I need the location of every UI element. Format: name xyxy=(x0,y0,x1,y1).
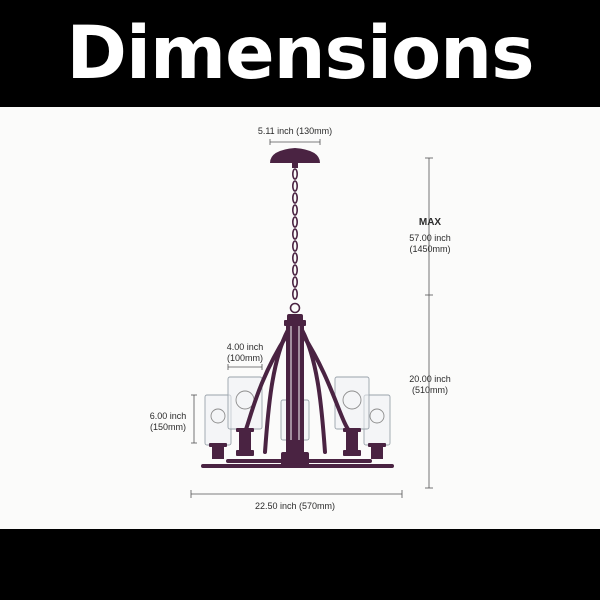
body-height-inch: 20.00 inch xyxy=(409,374,451,384)
max-height-inch: 57.00 inch xyxy=(409,233,451,243)
canopy-width-label: 5.11 inch (130mm) xyxy=(257,126,333,136)
shade-height-inch: 6.00 inch xyxy=(149,411,187,421)
shade-width-mm: (100mm) xyxy=(226,353,263,363)
chandelier xyxy=(201,148,394,468)
shade-width-inch: 4.00 inch xyxy=(226,342,264,352)
sockets xyxy=(209,428,386,466)
canopy xyxy=(270,148,320,163)
center-column xyxy=(284,320,306,452)
dimension-lines xyxy=(190,139,433,498)
page-title: Dimensions xyxy=(66,11,534,96)
max-height-mm: (1450mm) xyxy=(409,244,451,254)
arms xyxy=(243,328,352,454)
chain xyxy=(289,168,301,314)
overall-width-label: 22.50 inch (570mm) xyxy=(254,501,336,511)
shade-height-mm: (150mm) xyxy=(149,422,186,432)
footer-band xyxy=(0,529,600,600)
max-label: MAX xyxy=(418,217,442,228)
body-height-mm: (510mm) xyxy=(411,385,448,395)
header-band xyxy=(0,0,600,107)
